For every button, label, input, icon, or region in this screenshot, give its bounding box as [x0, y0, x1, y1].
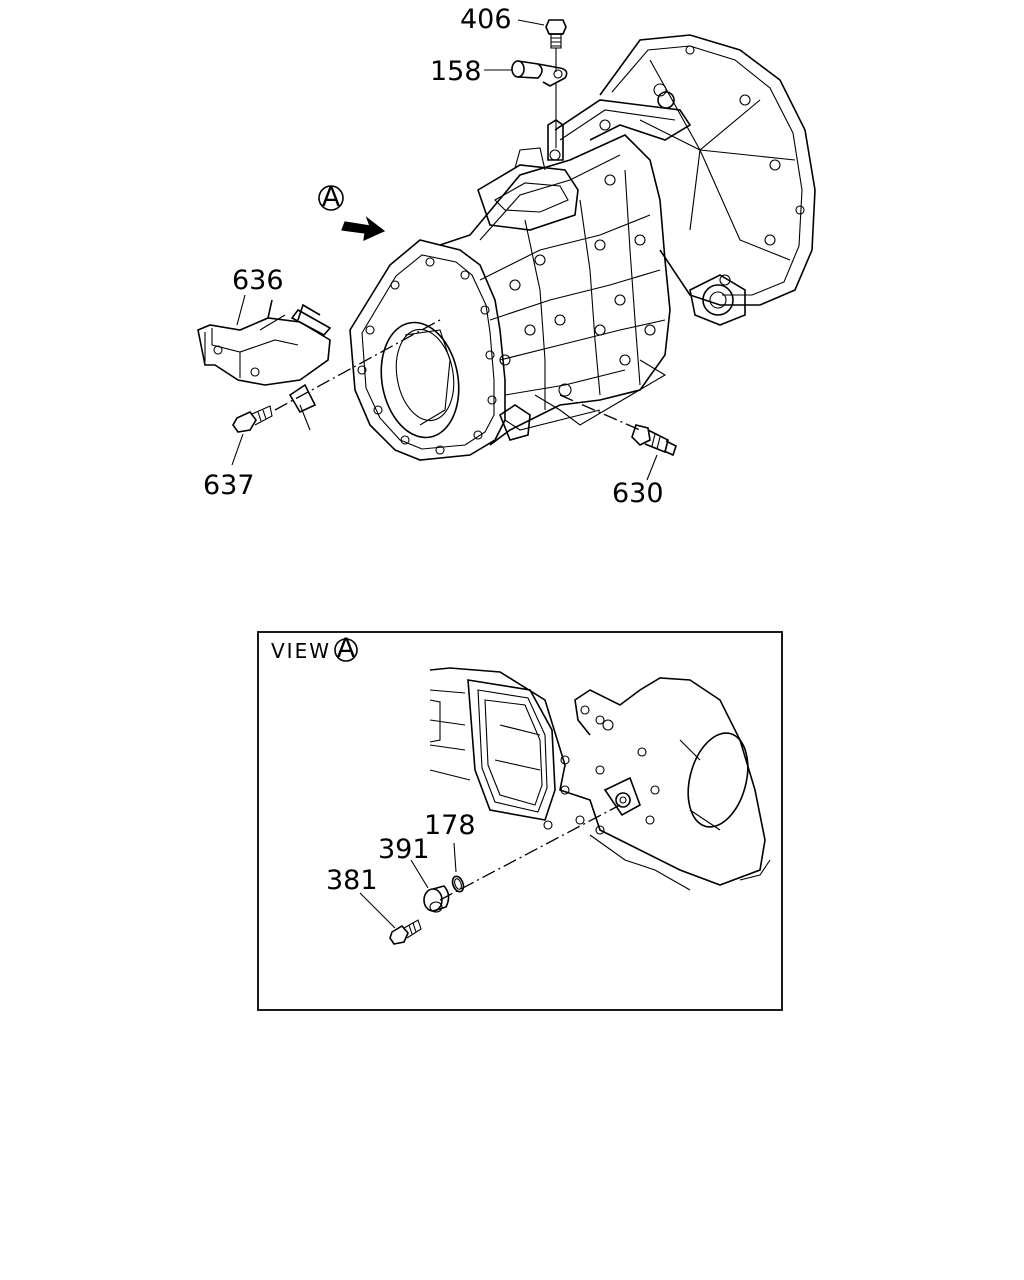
- leader-630: [646, 454, 658, 481]
- inset-marker-circle: [334, 638, 358, 662]
- leader-637: [231, 433, 244, 466]
- callout-158: 158: [430, 56, 482, 87]
- leader-178: [453, 842, 457, 873]
- assembly-line-637: [274, 319, 441, 411]
- transmission-assembly: [349, 34, 816, 461]
- callout-637: 637: [203, 470, 255, 501]
- inset-marker-letter: A: [337, 633, 356, 664]
- callout-636: 636: [232, 265, 284, 296]
- inset-assembly-line: [439, 804, 621, 901]
- view-marker-letter: A: [322, 182, 341, 213]
- part-630-switch: [631, 424, 677, 481]
- inset-case-detail: [429, 667, 771, 891]
- part-381-bolt: [359, 892, 422, 945]
- leader-636: [236, 294, 246, 326]
- callout-381: 381: [326, 865, 378, 896]
- part-178-o-ring: [451, 842, 465, 893]
- leader-381: [359, 892, 396, 929]
- view-marker-circle: [318, 185, 344, 211]
- callout-630: 630: [612, 478, 664, 509]
- part-391-plug: [410, 859, 450, 913]
- part-158-clip: [484, 60, 568, 148]
- callout-178: 178: [424, 810, 476, 841]
- leader-391: [410, 859, 429, 889]
- callout-406: 406: [460, 4, 512, 35]
- callout-391: 391: [378, 834, 430, 865]
- view-direction-arrow: A: [318, 182, 386, 241]
- leader-406: [517, 19, 545, 26]
- part-636-bracket: [197, 294, 332, 431]
- part-637-bolt: [231, 405, 273, 466]
- inset-view-a: VIEW A: [257, 631, 783, 1011]
- assembly-line-630: [559, 394, 641, 431]
- inset-title: VIEW: [271, 639, 331, 663]
- inset-frame: [257, 631, 783, 1011]
